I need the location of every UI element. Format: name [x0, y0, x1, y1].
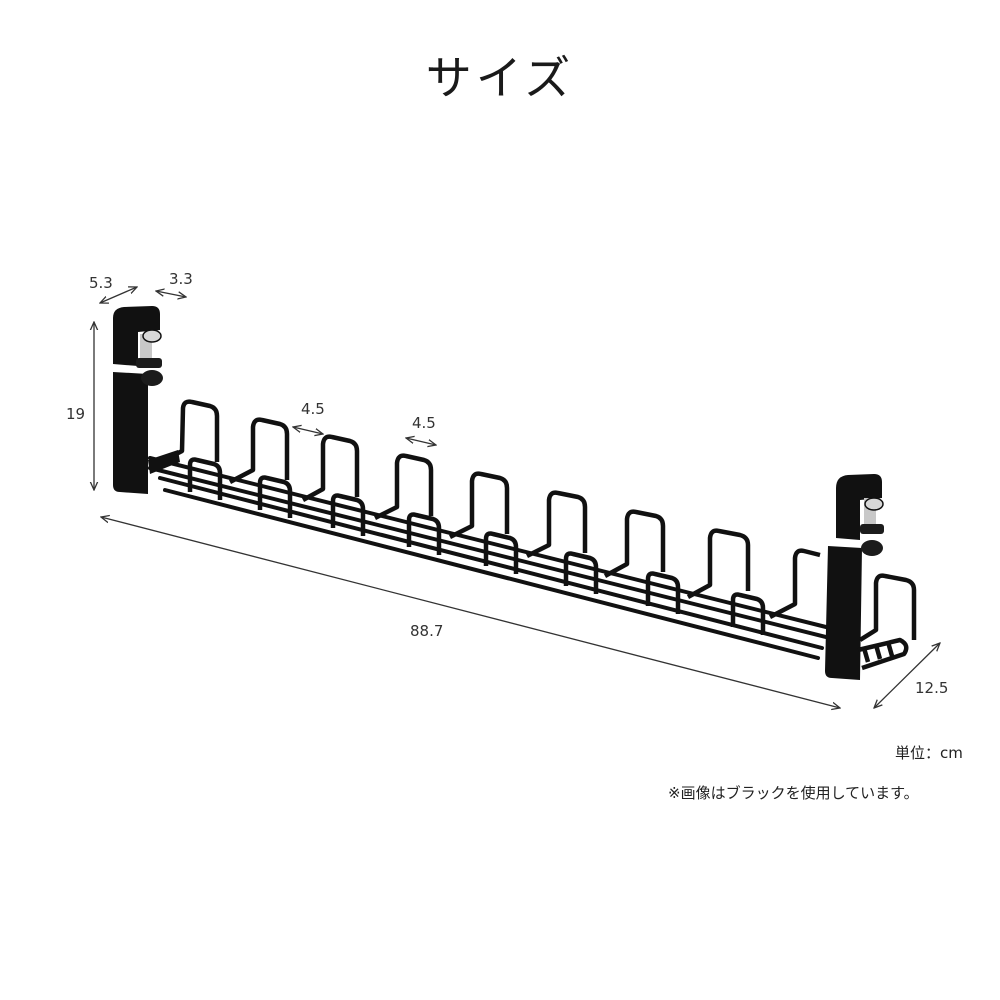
dim-line-width [874, 643, 940, 708]
front-rails [158, 476, 824, 660]
dim-line-slot-spacing-a [293, 427, 323, 434]
dim-line-slot-spacing-b [406, 438, 436, 445]
dim-label-height: 19 [66, 405, 86, 423]
dim-label-clamp-depth: 5.3 [89, 274, 113, 292]
right-clamp-screw-head [864, 497, 884, 511]
unit-note: 単位：cm [895, 744, 963, 762]
dim-label-slot-spacing-b: 4.5 [412, 414, 436, 432]
back-rails [148, 456, 832, 640]
dim-label-length: 88.7 [410, 622, 444, 640]
dim-label-slot-spacing-a: 4.5 [301, 400, 325, 418]
dim-line-length [101, 517, 840, 708]
page-title: サイズ [425, 51, 575, 105]
dim-line-clamp-gap [156, 291, 186, 297]
dim-label-width: 12.5 [915, 679, 949, 697]
back-loops [153, 399, 821, 619]
dim-label-clamp-gap: 3.3 [169, 270, 193, 288]
right-end-bracket [857, 573, 917, 671]
dim-line-clamp-depth [100, 287, 137, 303]
left-clamp-screw-head [142, 329, 162, 343]
image-color-note: ※画像はブラックを使用しています。 [668, 784, 919, 802]
left-clamp-knob [136, 358, 162, 368]
right-clamp [825, 474, 884, 680]
cable-tray-product [113, 306, 917, 680]
left-clamp [113, 306, 180, 494]
right-clamp-knob [860, 524, 884, 534]
dimension-lines [94, 287, 940, 708]
front-loops [187, 457, 766, 635]
